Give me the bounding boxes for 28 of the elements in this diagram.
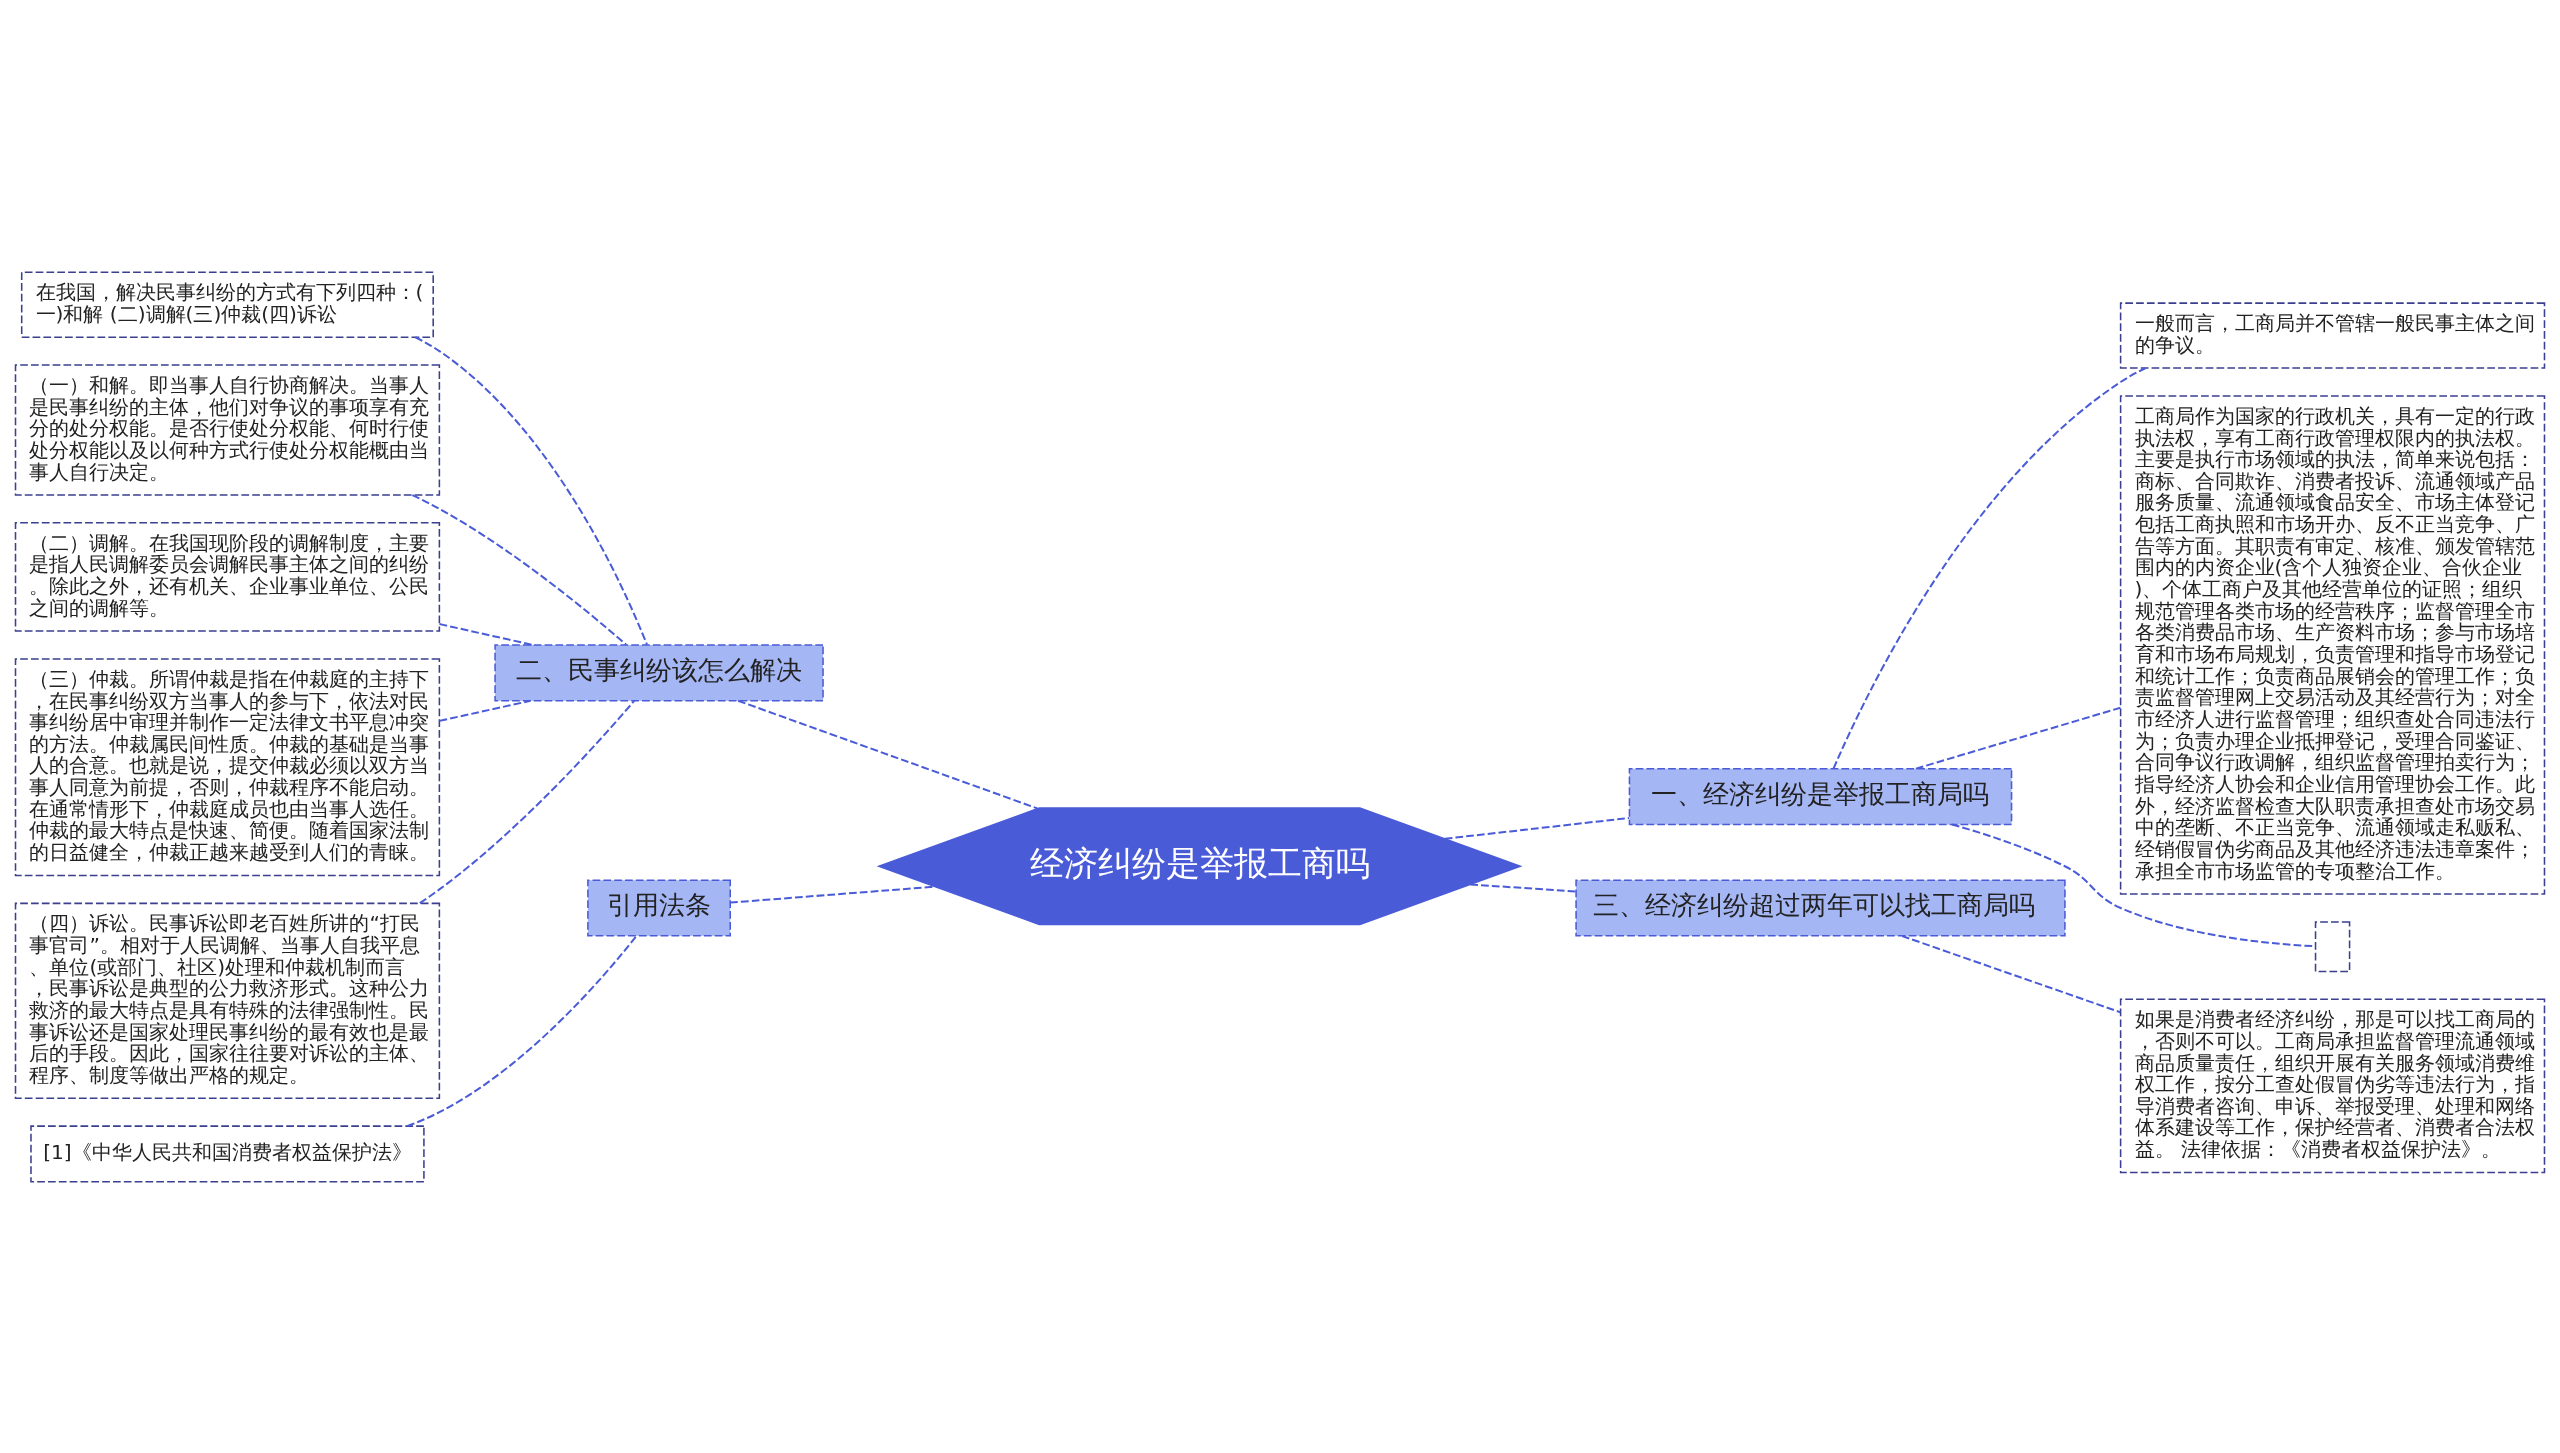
- node-box: （四）诉讼。民事诉讼即老百姓所讲的“打民事官司”。相对于人民调解、当事人自我平息、单位(或部门、社区)处理和仲裁机制而言，民事诉讼是典型的公力救济形式。这种公力救济的最大特点是具有特殊的法律强制性。民事诉讼还是国家处理民事纠纷的最有效也是最后的手段。因此，国家往往要对诉讼的主体、程序、制度等做出严格的规定。: [14, 902, 441, 1099]
- connector: [1951, 823, 2316, 947]
- node-box: 引用法条: [587, 878, 731, 937]
- connector: [737, 699, 1038, 809]
- node-box: 一、经济纠纷是举报工商局吗: [1628, 767, 2013, 825]
- connector: [1915, 706, 2121, 770]
- node-box: 二、民事纠纷该怎么解决: [494, 643, 824, 701]
- node-box: （二）调解。在我国现阶段的调解制度，主要是指人民调解委员会调解民事主体之间的纠纷。除此之外，还有机关、企业事业单位、公民之间的调解等。: [14, 521, 441, 632]
- node-box: （一）和解。即当事人自行协商解决。当事人是民事纠纷的主体，他们对争议的事项享有充分的处分权能。是否行使处分权能、何时行使处分权能以及以何种方式行使处分权能概由当事人自行决定。: [14, 363, 441, 496]
- node-box: 工商局作为国家的行政机关，具有一定的行政执法权，享有工商行政管理权限内的执法权。主要是执行市场领域的执法，简单来说包括：商标、合同欺诈、消费者投诉、流通领域产品服务质量、流通领域食品安全、市场主体登记包括工商执照和市场开办、反不正当竞争、广告等方面。其职责有审定、核准、颁发管辖范围内的内资企业(含个人独资企业、合伙企业)、个体工商户及其他经营单位的证照；组织规范管理各类市场的经营秩序；监督管理全市各类消费品市场、生产资料市场；参与市场培育和市场布局规划，负责管理和指导市场登记和统计工作；负责商品展销会的管理工作；负责监督管理网上交易活动及其经营行为；对全市经济人进行监督管理；组织查处合同违法行为；负责办理企业抵押登记，受理合同鉴证、合同争议行政调解，组织监督管理拍卖行为；指导经济人协会和企业信用管理协会工作。此外，经济监督检查大队职责承担查处市场交易中的垄断、不正当竞争、流通领域走私贩私、经销假冒伪劣商品及其他经济违法违章案件；承担全市市场监管的专项整治工作。: [2119, 394, 2546, 895]
- node-box: 如果是消费者经济纠纷，那是可以找工商局的，否则不可以。工商局承担监督管理流通领域商品质量责任，组织开展有关服务领域消费维权工作，按分工查处假冒伪劣等违法行为，指导消费者咨询、申诉、举报受理、处理和网络体系建设等工作，保护经营者、消费者合法权益。 法律依据：《消费者权益保护法》。: [2119, 998, 2546, 1173]
- connector: [730, 885, 935, 904]
- node-box: （三）仲裁。所谓仲裁是指在仲裁庭的主持下，在民事纠纷双方当事人的参与下，依法对民事纠纷居中审理并制作一定法律文书平息冲突的方法。仲裁属民间性质。仲裁的基础是当事人的合意。也就是说，提交仲裁必须以双方当事人同意为前提，否则，仲裁程序不能启动。在通常情形下，仲裁庭成员也由当事人选任。仲裁的最大特点是快速、简便。随着国家法制的日益健全，仲裁正越来越受到人们的青睐。: [14, 657, 441, 876]
- connector: [439, 699, 531, 722]
- node-box: [2314, 920, 2351, 972]
- connector: [1901, 934, 2121, 1013]
- connector: [1470, 882, 1576, 893]
- node-box: [1]《中华人民共和国消费者权益保护法》: [30, 1124, 425, 1183]
- connector: [406, 935, 637, 1127]
- connector: [1444, 816, 1630, 840]
- connector: [419, 699, 635, 904]
- connector: [414, 335, 648, 645]
- node-box: 三、经济纠纷超过两年可以找工商局吗: [1575, 878, 2066, 937]
- connector: [1832, 366, 2146, 769]
- connector: [439, 622, 534, 646]
- node-box: 一般而言，工商局并不管辖一般民事主体之间的争议。: [2119, 301, 2546, 369]
- connector: [411, 493, 627, 645]
- node-box: 在我国，解决民事纠纷的方式有下列四种：(一)和解 (二)调解(三)仲裁(四)诉讼: [20, 270, 434, 338]
